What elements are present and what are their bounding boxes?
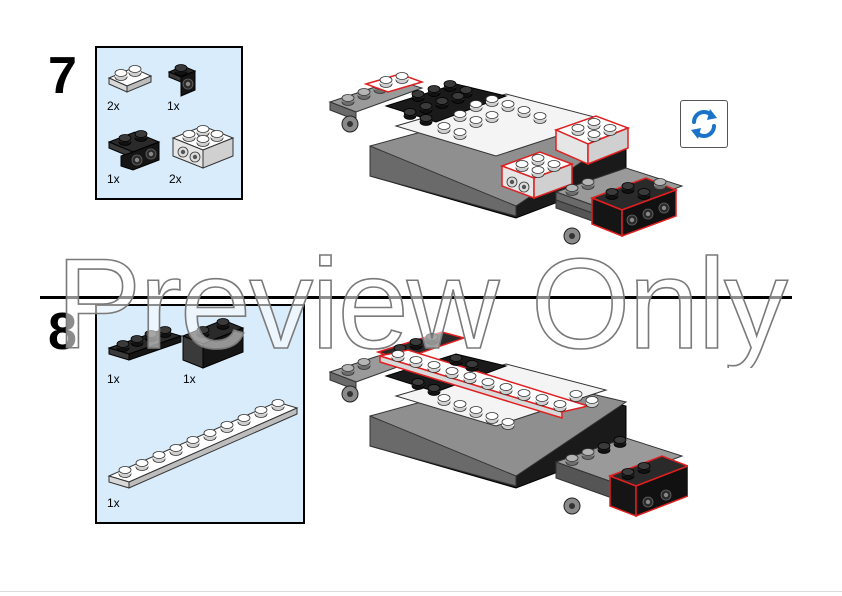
qty-label: 1x — [107, 172, 120, 186]
page-bottom-line — [0, 591, 842, 592]
step-number-7: 7 — [48, 47, 77, 105]
white-brick-2x2-side-studs-icon — [171, 125, 235, 169]
black-brick-1x2-side-studs-icon — [181, 318, 245, 369]
rotate-view-button[interactable] — [680, 100, 728, 148]
qty-label: 1x — [183, 372, 196, 386]
black-bracket-1x1-icon — [167, 64, 197, 97]
black-plate-1x4-icon — [107, 326, 183, 361]
white-plate-1x2-icon — [107, 65, 153, 93]
model-step-8 — [328, 331, 688, 518]
step-divider — [40, 296, 792, 299]
qty-label: 2x — [169, 172, 182, 186]
step-number-8: 8 — [48, 303, 77, 361]
parts-list-step-8: 1x 1x 1x — [95, 304, 305, 524]
black-bracket-1x2-icon — [107, 130, 161, 171]
qty-label: 1x — [107, 372, 120, 386]
white-plate-1x10-icon — [107, 399, 299, 489]
qty-label: 1x — [167, 99, 180, 113]
model-step-7 — [328, 72, 684, 245]
parts-list-step-7: 2x 1x 1x 2x — [95, 46, 243, 200]
qty-label: 1x — [107, 496, 120, 510]
qty-label: 2x — [107, 99, 120, 113]
rotate-icon — [691, 109, 717, 139]
